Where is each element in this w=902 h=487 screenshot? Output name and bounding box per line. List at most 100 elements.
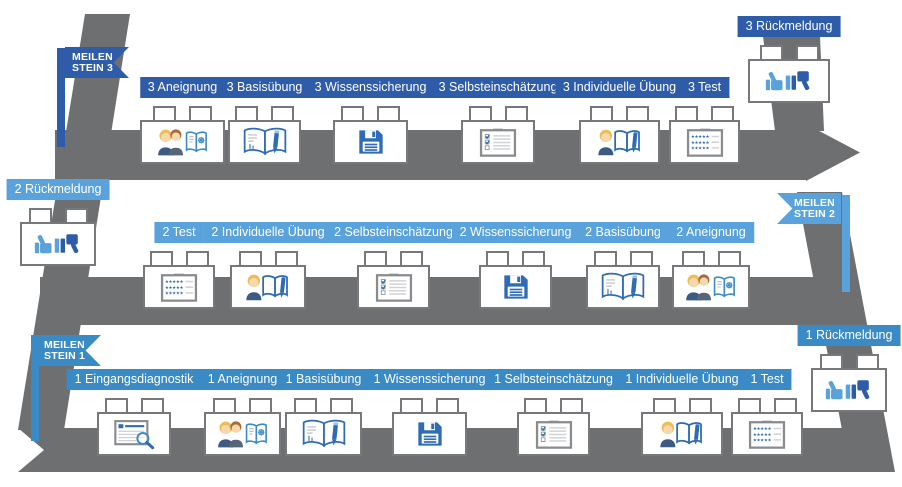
station-label: 2 Basisübung	[577, 222, 669, 243]
station-box	[357, 265, 430, 309]
clipboard-checklist-icon	[476, 126, 520, 158]
person-book-pencil-icon	[245, 271, 291, 303]
clipboard-star-rating-icon	[157, 271, 201, 303]
station-3-individuelle-uebung: 3 Individuelle Übung	[554, 77, 685, 165]
clipboard-star-rating-icon	[683, 126, 727, 158]
station-label: 3 Test	[679, 77, 730, 98]
station-label: 3 Aneignung	[139, 77, 226, 98]
station-label: 3 Basisübung	[218, 77, 311, 98]
milestone-1-flag-line1: MEILEN	[44, 338, 85, 351]
clipboard-checklist-icon	[532, 418, 576, 450]
station-1-selbsteinschaetzung: 1 Selbsteinschätzung	[486, 369, 621, 457]
milestone-2-pole	[842, 195, 850, 292]
station-tabs	[672, 251, 750, 265]
thumbs-up-down-icon	[33, 230, 83, 258]
station-label: 2 Selbsteinschätzung	[326, 222, 461, 243]
station-box	[669, 120, 740, 164]
station-box	[811, 368, 887, 412]
person-book-pencil-icon	[659, 418, 705, 450]
station-tabs	[20, 208, 96, 222]
station-tabs	[392, 398, 467, 412]
station-label: 1 Rückmeldung	[797, 325, 901, 346]
station-box	[285, 412, 362, 456]
station-box	[333, 120, 408, 164]
station-tabs	[97, 398, 171, 412]
station-box	[672, 265, 750, 309]
milestone-3-flag-line1: MEILEN	[72, 50, 113, 63]
station-3-test: 3 Test	[669, 77, 740, 165]
clipboard-star-rating-icon	[745, 418, 789, 450]
station-box	[230, 265, 306, 309]
two-people-book-gear-icon	[684, 271, 738, 303]
station-box	[731, 412, 803, 456]
station-2-wissenssicherung: 2 Wissenssicherung	[451, 222, 580, 310]
station-box	[228, 120, 301, 164]
station-box	[579, 120, 660, 164]
station-label: 1 Individuelle Übung	[617, 369, 747, 390]
station-2-basisuebung: 2 Basisübung	[577, 222, 669, 310]
milestone-1-flag-line2: STEIN 1	[44, 349, 86, 362]
milestone-2-flag: MEILEN STEIN 2	[777, 193, 841, 224]
thumbs-up-down-icon	[824, 376, 874, 404]
station-label: 2 Individuelle Übung	[203, 222, 333, 243]
station-tabs	[357, 251, 430, 265]
station-3-basisuebung: 3 Basisübung	[218, 77, 311, 165]
station-label: 3 Wissenssicherung	[306, 77, 435, 98]
station-tabs	[748, 45, 830, 59]
milestone-3-pole	[57, 48, 65, 147]
station-3-rueckmeldung: 3 Rückmeldung	[737, 16, 841, 104]
station-label: 2 Rückmeldung	[6, 179, 110, 200]
floppy-disk-icon	[501, 272, 531, 302]
station-box	[20, 222, 96, 266]
path-arrowhead-row3	[806, 124, 860, 181]
station-label: 2 Test	[154, 222, 204, 243]
station-label: 2 Aneignung	[668, 222, 754, 243]
station-label: 3 Selbsteinschätzung	[430, 77, 566, 98]
clipboard-checklist-icon	[372, 271, 416, 303]
station-box	[748, 59, 830, 103]
station-tabs	[143, 251, 215, 265]
floppy-disk-icon	[356, 127, 386, 157]
station-tabs	[669, 106, 740, 120]
two-people-book-gear-icon	[216, 418, 270, 450]
station-label: 1 Basisübung	[277, 369, 370, 390]
open-book-pencil-icon	[301, 418, 347, 450]
station-box	[517, 412, 590, 456]
station-label: 2 Wissenssicherung	[451, 222, 580, 243]
station-2-individuelle-uebung: 2 Individuelle Übung	[203, 222, 333, 310]
station-label: 1 Wissenssicherung	[365, 369, 494, 390]
station-label: 3 Individuelle Übung	[554, 77, 685, 98]
station-box	[204, 412, 281, 456]
station-box	[641, 412, 723, 456]
station-1-test: 1 Test	[731, 369, 803, 457]
milestone-1-pole	[31, 335, 39, 441]
station-tabs	[285, 398, 362, 412]
station-1-individuelle-uebung: 1 Individuelle Übung	[617, 369, 747, 457]
station-tabs	[579, 106, 660, 120]
station-box	[143, 265, 215, 309]
station-3-selbsteinschaetzung: 3 Selbsteinschätzung	[430, 77, 566, 165]
station-tabs	[479, 251, 552, 265]
two-people-book-gear-icon	[156, 126, 210, 158]
station-1-wissenssicherung: 1 Wissenssicherung	[365, 369, 494, 457]
document-magnifier-icon	[110, 418, 158, 450]
station-tabs	[461, 106, 535, 120]
station-box	[461, 120, 535, 164]
thumbs-up-down-icon	[764, 67, 814, 95]
station-box	[140, 120, 225, 164]
station-label: 1 Test	[742, 369, 792, 390]
station-box	[392, 412, 467, 456]
open-book-pencil-icon	[600, 271, 646, 303]
station-tabs	[228, 106, 301, 120]
station-2-selbsteinschaetzung: 2 Selbsteinschätzung	[326, 222, 461, 310]
milestone-2-flag-line2: STEIN 2	[794, 207, 836, 220]
station-box	[586, 265, 660, 309]
station-tabs	[333, 106, 408, 120]
station-tabs	[230, 251, 306, 265]
station-3-wissenssicherung: 3 Wissenssicherung	[306, 77, 435, 165]
station-tabs	[140, 106, 225, 120]
station-3-aneignung: 3 Aneignung	[139, 77, 226, 165]
station-tabs	[586, 251, 660, 265]
station-tabs	[731, 398, 803, 412]
